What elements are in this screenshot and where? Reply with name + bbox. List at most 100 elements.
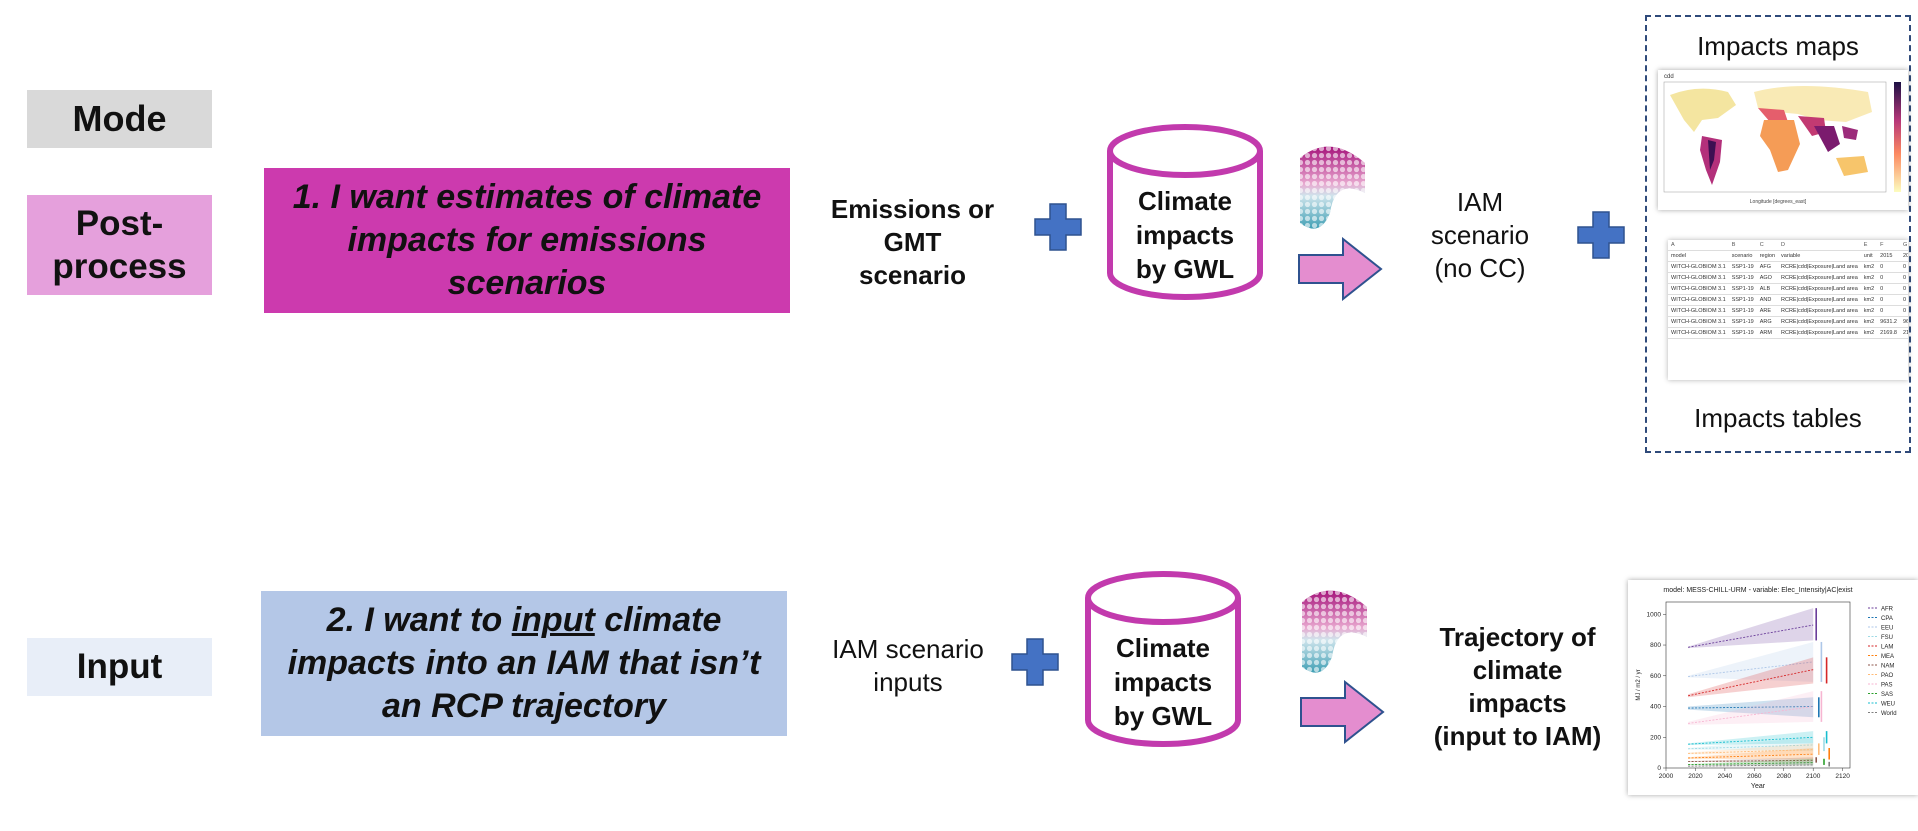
table-cell: SSP1-19 xyxy=(1728,261,1757,273)
table-cell: 0 xyxy=(1899,272,1908,284)
table-cell: WITCH-GLOBIOM 3.1 xyxy=(1668,261,1729,273)
table-cell: ARG xyxy=(1756,316,1779,328)
y-tick-label: 800 xyxy=(1650,642,1661,649)
trajectory-text: Trajectory of climate impacts (input to … xyxy=(1433,622,1602,751)
legend-entry: LAM xyxy=(1881,645,1893,651)
table-cell: 2016 xyxy=(1899,250,1908,262)
table-cell: km2 xyxy=(1860,294,1878,306)
table-cell: C xyxy=(1756,240,1779,251)
table-cell: RCRE|cdd|Exposure|Land area xyxy=(1778,305,1861,317)
table-cell: 0 xyxy=(1899,294,1908,306)
plot-frame xyxy=(1665,601,1851,769)
x-tick-label: 2040 xyxy=(1718,773,1733,780)
logo-icon xyxy=(1300,146,1365,229)
trajectory-chart-svg: model: MESS-CHILL-URM - variable: Elec_I… xyxy=(1636,587,1897,790)
post-process-label-text: Post- process xyxy=(52,204,187,286)
table-cell: region xyxy=(1756,250,1779,262)
legend-entry: NAM xyxy=(1881,664,1894,670)
table-cell: km2 xyxy=(1860,283,1878,295)
input-label-text: Input xyxy=(76,647,163,686)
question-2-underlined: input xyxy=(511,601,595,639)
plus-icon xyxy=(1011,638,1059,686)
table-cell: variable xyxy=(1778,250,1861,262)
table-cell: RCRE|cdd|Exposure|Land area xyxy=(1778,316,1861,328)
table-cell: 0 xyxy=(1877,261,1900,273)
question-1-text: 1. I want estimates of climate impacts f… xyxy=(292,178,762,302)
table-cell: 0 xyxy=(1877,305,1900,317)
table-cell: SSP1-19 xyxy=(1728,294,1757,306)
mode-label: Mode xyxy=(27,90,212,148)
y-tick-label: 400 xyxy=(1650,704,1661,711)
table-cell: WITCH-GLOBIOM 3.1 xyxy=(1668,305,1729,317)
post-process-label: Post- process xyxy=(27,195,212,295)
series-band xyxy=(1688,691,1814,725)
series-band xyxy=(1688,758,1814,765)
table-cell: km2 xyxy=(1860,327,1878,339)
table-cell: SSP1-19 xyxy=(1728,305,1757,317)
series-band xyxy=(1688,743,1814,755)
series-band xyxy=(1688,641,1814,682)
series-band xyxy=(1688,757,1814,763)
y-tick-label: 600 xyxy=(1650,673,1661,680)
legend-entry: MEA xyxy=(1881,654,1894,660)
table-cell: km2 xyxy=(1860,261,1878,273)
climate-impacts-database-icon xyxy=(1107,124,1263,300)
x-tick-label: 2080 xyxy=(1777,773,1792,780)
table-cell: RCRE|cdd|Exposure|Land area xyxy=(1778,327,1861,339)
x-tick-label: 2000 xyxy=(1659,773,1674,780)
plus-icon xyxy=(1034,203,1082,251)
legend-entry: CPA xyxy=(1881,616,1893,622)
table-cell: RCRE|cdd|Exposure|Land area xyxy=(1778,294,1861,306)
emissions-scenario-text: Emissions or GMT scenario xyxy=(830,194,995,290)
table-cell: D xyxy=(1778,240,1861,251)
database-label-2: Climate impacts by GWL xyxy=(1113,633,1213,731)
table-cell: ARE xyxy=(1756,305,1779,317)
table-cell: 2015 xyxy=(1877,250,1900,262)
y-axis-label: MJ / m2 / yr xyxy=(1636,669,1642,700)
table-cell: E xyxy=(1860,240,1878,251)
table-cell: A xyxy=(1668,240,1729,251)
series-band xyxy=(1688,737,1814,752)
table-cell: 0 xyxy=(1877,283,1900,295)
logo-icon xyxy=(1302,590,1367,673)
table-cell: WITCH-GLOBIOM 3.1 xyxy=(1668,272,1729,284)
table-cell: 0 xyxy=(1899,283,1908,295)
table-cell: RCRE|cdd|Exposure|Land area xyxy=(1778,283,1861,295)
mode-label-text: Mode xyxy=(72,98,167,139)
input-label: Input xyxy=(27,638,212,696)
table-cell: SSP1-19 xyxy=(1728,283,1757,295)
climate-impacts-database-icon xyxy=(1085,571,1241,747)
outputs-container xyxy=(1645,15,1911,453)
table-cell: 9631.2 xyxy=(1877,316,1900,328)
series-band xyxy=(1688,608,1814,649)
iam-scenario-text: IAM scenario (no CC) xyxy=(1430,186,1530,283)
legend-entry: WEU xyxy=(1881,702,1895,708)
map-xlabel: Longitude [degrees_east] xyxy=(1750,199,1807,205)
x-tick-label: 2020 xyxy=(1688,773,1703,780)
table-cell: WITCH-GLOBIOM 3.1 xyxy=(1668,327,1729,339)
x-tick-label: 2120 xyxy=(1835,773,1850,780)
question-2-pre: 2. I want to xyxy=(326,601,512,639)
question-2-post: climate impacts into an IAM that isn’t a… xyxy=(287,601,761,725)
table-cell: SSP1-19 xyxy=(1728,272,1757,284)
legend-entry: EEU xyxy=(1881,626,1893,632)
series-band xyxy=(1688,697,1814,718)
legend-entry: FSU xyxy=(1881,635,1893,641)
impacts-maps-caption: Impacts maps xyxy=(1697,30,1859,61)
series-line xyxy=(1687,669,1814,697)
table-header-row: modelscenarioregionvariableunit201520162… xyxy=(1668,250,1908,262)
series-band xyxy=(1688,731,1814,745)
table-cell: RCRE|cdd|Exposure|Land area xyxy=(1778,272,1861,284)
x-axis-label: Year xyxy=(1751,783,1766,790)
table-cell: ALB xyxy=(1756,283,1779,295)
table-cell: RCRE|cdd|Exposure|Land area xyxy=(1778,261,1861,273)
legend-entry: PAO xyxy=(1881,673,1894,679)
arrow-right-icon xyxy=(1298,237,1383,301)
map-var-label: cdd xyxy=(1664,74,1674,80)
table-cell: model xyxy=(1668,250,1729,262)
series-line xyxy=(1688,706,1814,724)
